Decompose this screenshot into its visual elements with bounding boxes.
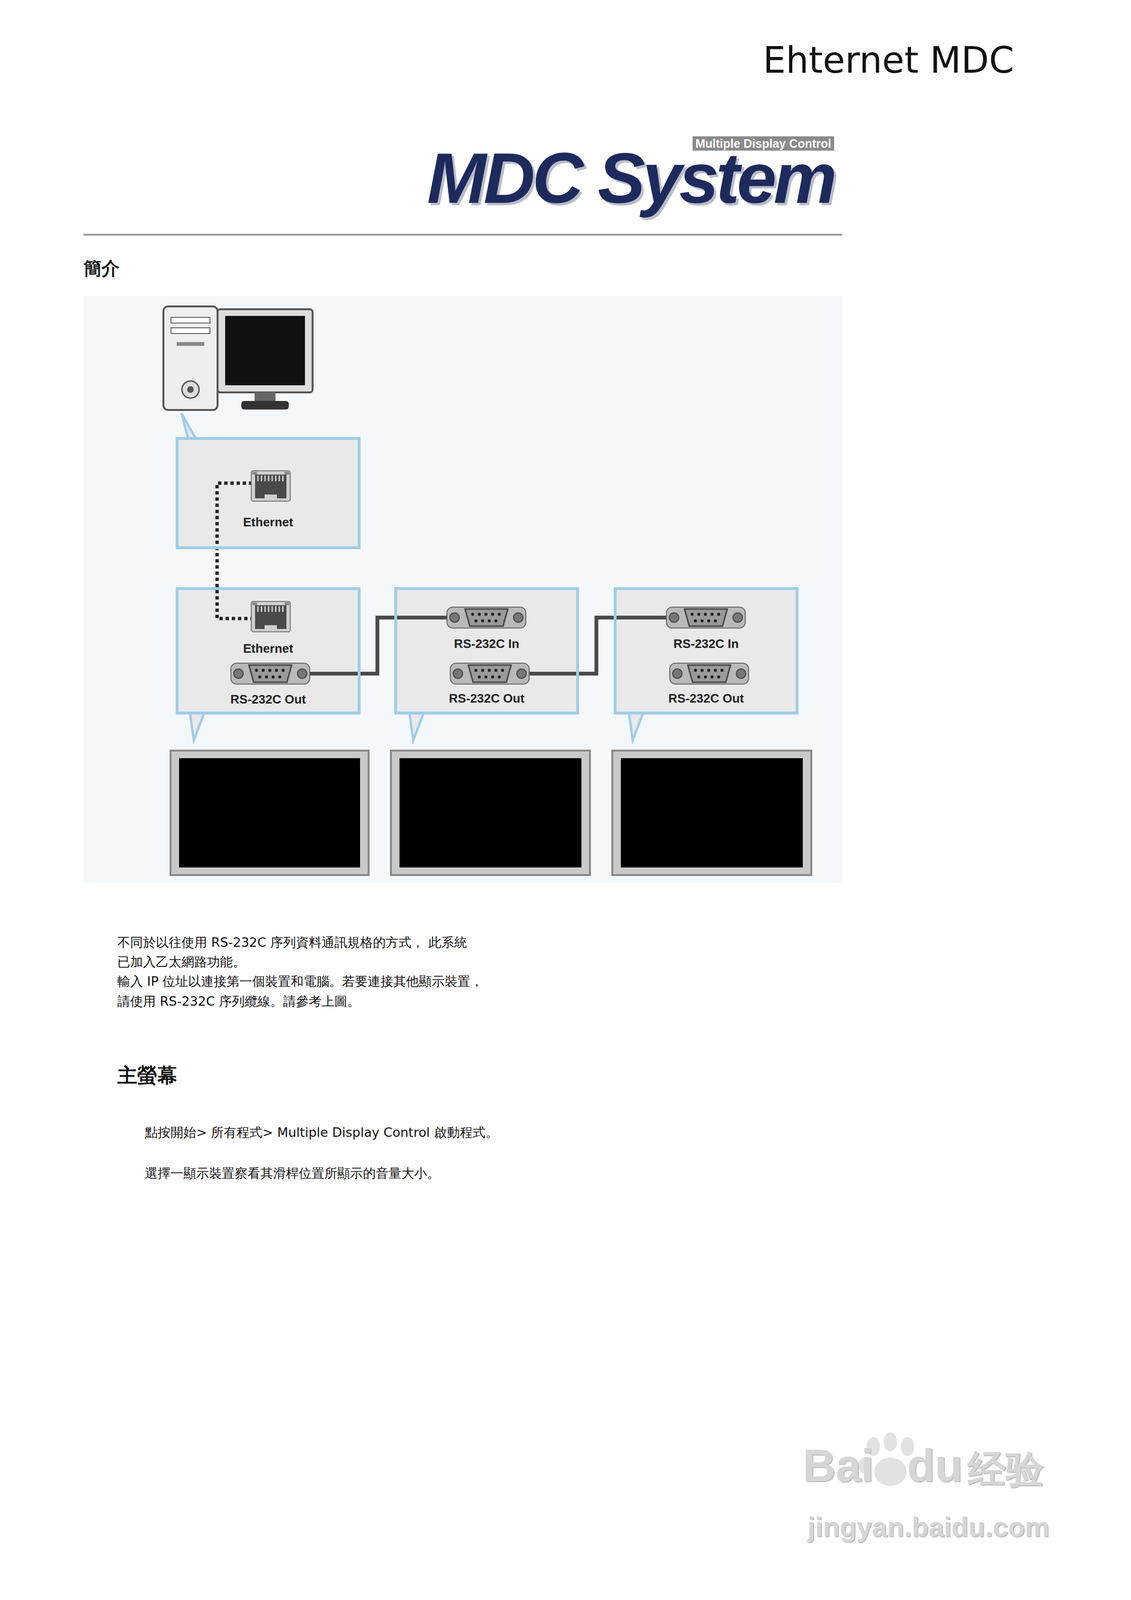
display-monitors [170, 750, 812, 875]
port-label: Ethernet [178, 514, 358, 530]
panel-fills [175, 413, 799, 741]
serial-port [229, 660, 311, 687]
serial-cable [526, 617, 670, 674]
diagram-ground [83, 295, 843, 884]
serial-port [449, 660, 531, 687]
section-heading: 主螢幕 [117, 1062, 178, 1089]
body-text: 請使用 RS-232C 序列纜線。請參考上圖。 [117, 992, 361, 1010]
logo-text: MDC System [427, 142, 835, 214]
port-label: RS-232C Out [616, 691, 796, 706]
port-panel: RS-232C In RS-232C Out [394, 587, 580, 715]
body-text: 不同於以往使用 RS-232C 序列資料通訊規格的方式， 此系統 [117, 933, 467, 951]
watermark-url: jingyan.baidu.com [807, 1510, 1050, 1543]
port-label: RS-232C Out [397, 691, 577, 706]
port-label: RS-232C In [616, 636, 796, 652]
ethernet-port [250, 600, 292, 633]
port-panel: Ethernet [175, 437, 361, 550]
instruction-text: 選擇一顯示裝置察看其滑桿位置所顯示的音量大小。 [144, 1164, 440, 1182]
port-panel: EthernetRS-232C Out [175, 587, 361, 715]
rule-line [83, 233, 843, 236]
pc-illustration [163, 306, 313, 410]
instruction-text: 點按開始> 所有程式> Multiple Display Control 啟動程… [144, 1123, 499, 1141]
watermark: 经验 [967, 1444, 1044, 1496]
serial-cable [306, 617, 450, 674]
body-text: 已加入乙太網路功能。 [117, 953, 246, 971]
body-text: 輸入 IP 位址以連接第一個裝置和電腦。若要連接其他顯示裝置， [117, 972, 484, 990]
port-label: RS-232C In [397, 636, 577, 652]
port-label: Ethernet [178, 641, 358, 656]
serial-port [446, 604, 527, 631]
ethernet-port [250, 469, 292, 503]
port-panel: RS-232C In RS-232C Out [613, 587, 799, 715]
watermark: du [906, 1439, 963, 1492]
port-label: RS-232C Out [178, 692, 358, 707]
section-heading: 簡介 [83, 256, 120, 281]
serial-port [665, 604, 747, 631]
page-title: Ehternet MDC [762, 38, 1015, 82]
ethernet-cable [217, 483, 253, 619]
serial-port [668, 660, 750, 687]
watermark: Bai [802, 1439, 874, 1492]
